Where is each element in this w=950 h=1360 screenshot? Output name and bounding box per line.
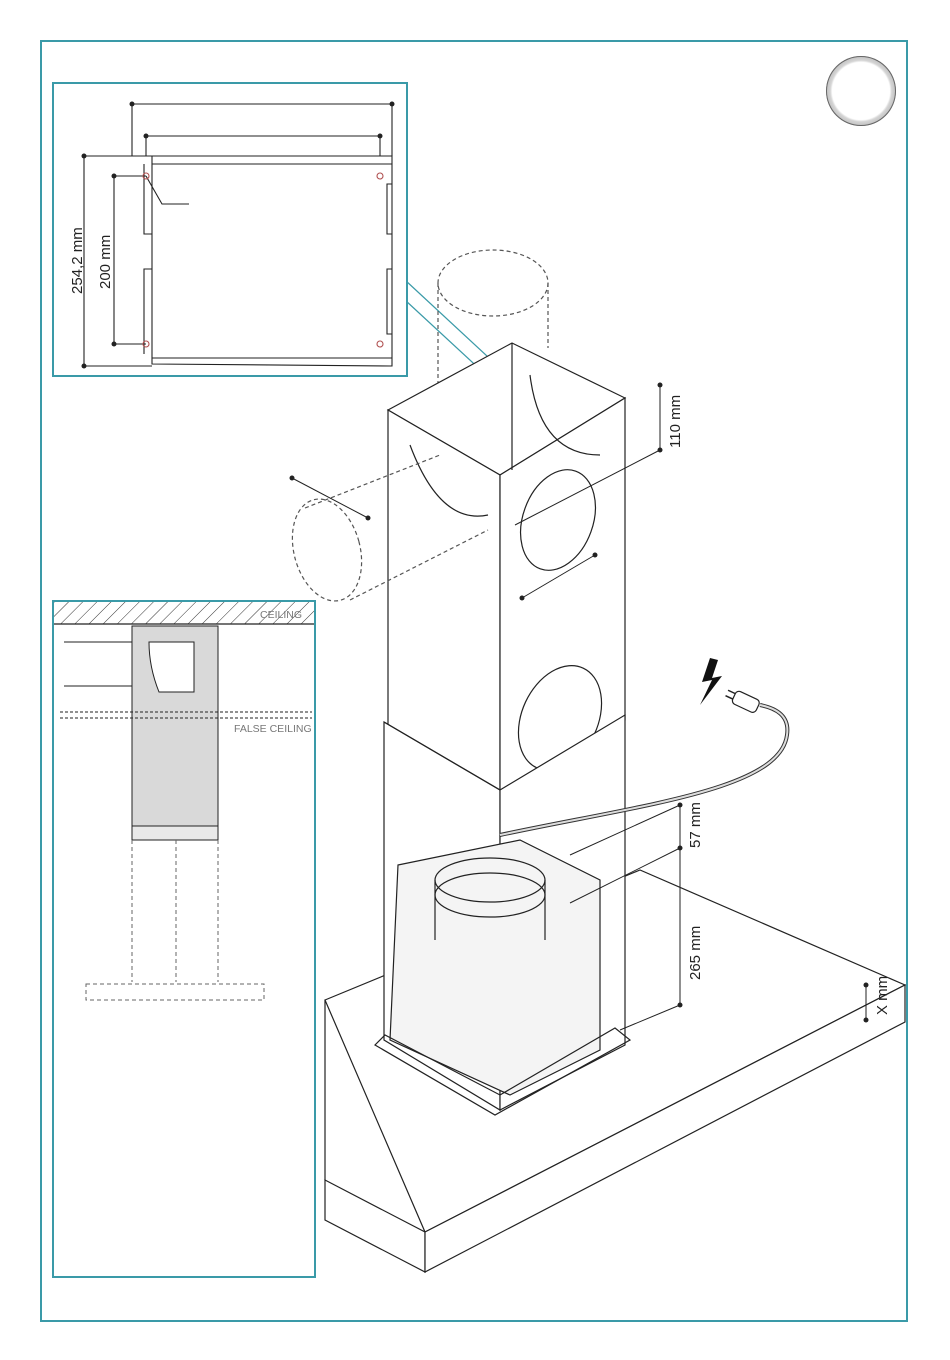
- step-circle-icon: [826, 56, 896, 126]
- ceiling-label: CEILING: [260, 609, 302, 621]
- dimension-265: 265 mm: [687, 926, 704, 980]
- dimension-254: 254,2 mm: [69, 227, 86, 294]
- dimension-x: X mm: [874, 976, 891, 1015]
- chimney-upper: [388, 343, 625, 800]
- bracket-detail-inset: 254,2 mm 200 mm: [52, 82, 408, 377]
- ceiling-drawing: CEILING FALSE CEILING: [54, 602, 314, 1276]
- dimension-110: 110 mm: [667, 395, 684, 448]
- dimension-57: 57 mm: [687, 802, 704, 848]
- power-plug-icon: [724, 687, 761, 714]
- false-ceiling-label: FALSE CEILING: [234, 723, 312, 735]
- ceiling-detail-inset: CEILING FALSE CEILING: [52, 600, 316, 1278]
- bracket-drawing: 254,2 mm 200 mm: [54, 84, 406, 375]
- dimension-200: 200 mm: [97, 235, 114, 289]
- lightning-bolt-icon: [700, 658, 722, 705]
